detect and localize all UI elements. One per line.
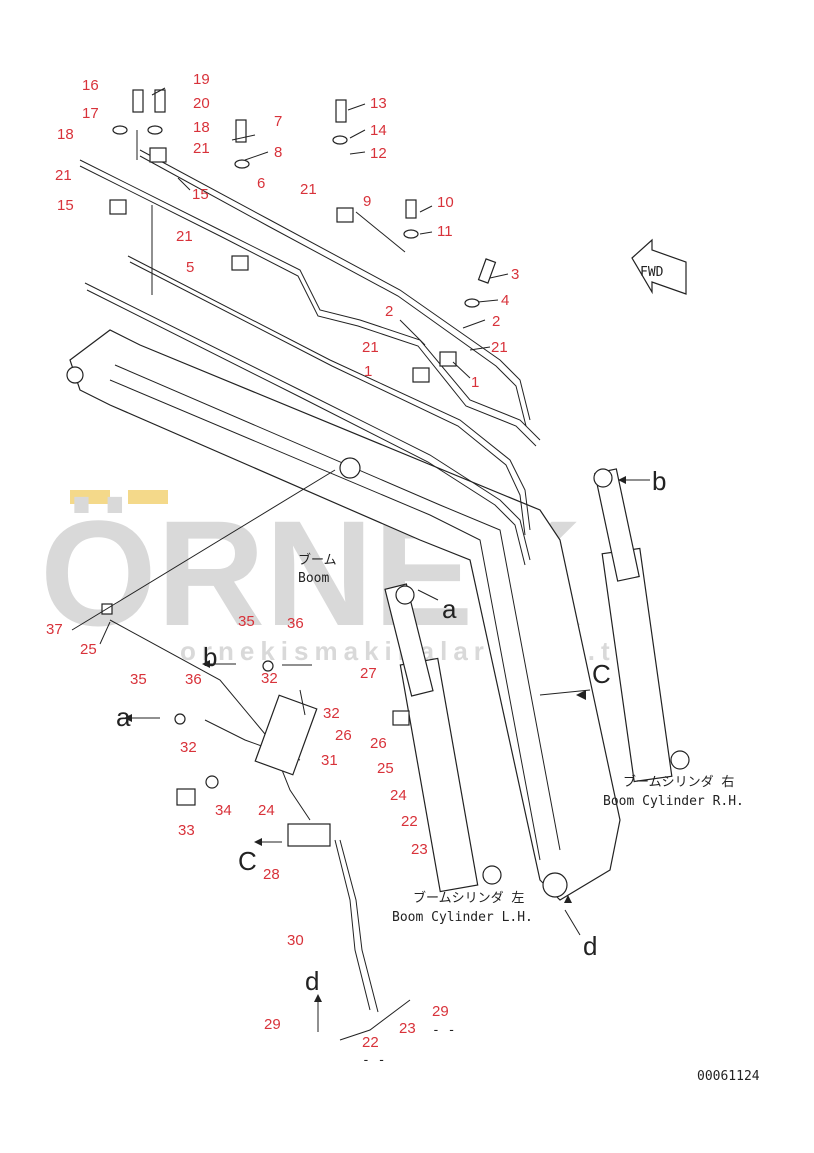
callout-35: 35	[238, 613, 255, 630]
callout-22: 22	[401, 813, 418, 830]
callout-32: 32	[180, 739, 197, 756]
callout-34: 34	[215, 802, 232, 819]
callout-1: 1	[471, 374, 479, 391]
callout-13: 13	[370, 95, 387, 112]
callout-32: 32	[323, 705, 340, 722]
part-labels: ブーム Boom ブームシリンダ 右 Boom Cylinder R.H. ブー…	[298, 552, 760, 1084]
callout-21: 21	[491, 339, 508, 356]
callout-23: 23	[411, 841, 428, 858]
callout-31: 31	[321, 752, 338, 769]
drawing-number: 00061124	[697, 1069, 760, 1084]
callout-15: 15	[57, 197, 74, 214]
callout-18: 18	[57, 126, 74, 143]
boom-cylinder-lh	[384, 583, 502, 893]
connection-letter-c: C	[592, 659, 611, 689]
callout-19: 19	[193, 71, 210, 88]
connection-letter-d: d	[583, 931, 597, 961]
callout-9: 9	[363, 193, 371, 210]
callout-17: 17	[82, 105, 99, 122]
callout-5: 5	[186, 259, 194, 276]
callout-21: 21	[362, 339, 379, 356]
callout-12: 12	[370, 145, 387, 162]
connection-letter-d: d	[305, 966, 319, 996]
callout-26: 26	[370, 735, 387, 752]
callout-4: 4	[501, 292, 509, 309]
callout-29: 29	[264, 1016, 281, 1033]
connection-letter-b: b	[203, 642, 217, 672]
callout-2: 2	[492, 313, 500, 330]
callout-35: 35	[130, 671, 147, 688]
hydraulic-pipes	[79, 149, 541, 566]
callout-3: 3	[511, 266, 519, 283]
callout-14: 14	[370, 122, 387, 139]
leader-lines	[71, 87, 650, 936]
callout-21: 21	[55, 167, 72, 184]
callout-32: 32	[261, 670, 278, 687]
callout-22: 22	[362, 1034, 379, 1051]
lh-cylinder-label-en: Boom Cylinder L.H.	[392, 910, 533, 925]
callout-25: 25	[377, 760, 394, 777]
boom-label-jp: ブーム	[298, 552, 337, 568]
callout-21: 21	[193, 140, 210, 157]
fwd-arrow: FWD	[631, 238, 687, 295]
fwd-label: FWD	[640, 265, 664, 280]
callout-21: 21	[176, 228, 193, 245]
watermark-accent	[70, 490, 110, 504]
callout-15: 15	[192, 186, 209, 203]
callout-24: 24	[258, 802, 275, 819]
callout-27: 27	[360, 665, 377, 682]
callout-29: 29	[432, 1003, 449, 1020]
callout-numbers: 16 19 20 17 18 18 21 21 15 15 7 8 6 21 2…	[46, 71, 519, 1051]
wiring-harness	[101, 603, 411, 1041]
callout-10: 10	[437, 194, 454, 211]
callout-30: 30	[287, 932, 304, 949]
callout-36: 36	[185, 671, 202, 688]
connection-letter-a: a	[442, 594, 457, 624]
callout-1: 1	[364, 363, 372, 380]
callout-6: 6	[257, 175, 265, 192]
callout-25: 25	[80, 641, 97, 658]
connection-markers: a a b b C C d d	[116, 466, 666, 1032]
callout-8: 8	[274, 144, 282, 161]
dash-mark: - -	[432, 1023, 455, 1038]
callout-20: 20	[193, 95, 210, 112]
callout-26: 26	[335, 727, 352, 744]
watermark-accent	[128, 490, 168, 504]
boom-cylinder-rh	[593, 468, 690, 783]
callout-24: 24	[390, 787, 407, 804]
callout-16: 16	[82, 77, 99, 94]
callout-28: 28	[263, 866, 280, 883]
callout-11: 11	[437, 223, 453, 240]
callout-2: 2	[385, 303, 393, 320]
boom-label-en: Boom	[298, 571, 329, 586]
connection-letter-a: a	[116, 702, 131, 732]
boom	[66, 329, 621, 901]
connection-letter-c: C	[238, 846, 257, 876]
callout-23: 23	[399, 1020, 416, 1037]
callout-18: 18	[193, 119, 210, 136]
rh-cylinder-label-jp: ブームシリンダ 右	[623, 774, 734, 790]
lh-cylinder-label-jp: ブームシリンダ 左	[413, 890, 524, 906]
callout-37: 37	[46, 621, 63, 638]
dash-mark: - -	[362, 1053, 385, 1068]
callout-21: 21	[300, 181, 317, 198]
rh-cylinder-label-en: Boom Cylinder R.H.	[603, 794, 744, 809]
callout-7: 7	[274, 113, 282, 130]
hardware-parts	[109, 89, 497, 383]
callout-33: 33	[178, 822, 195, 839]
connection-letter-b: b	[652, 466, 666, 496]
callout-36: 36	[287, 615, 304, 632]
